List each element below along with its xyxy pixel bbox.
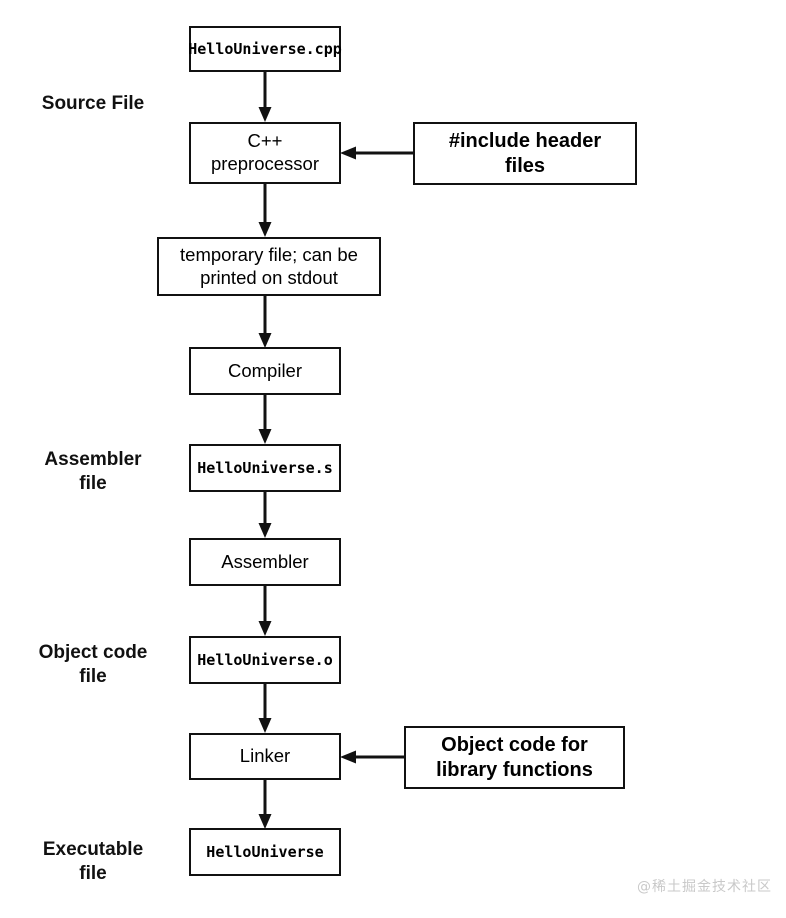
node-temporary-file[interactable]: temporary file; can be printed on stdout <box>157 237 381 296</box>
node-label: HelloUniverse <box>206 842 324 861</box>
stage-label-executable-file: Executable file <box>42 839 144 885</box>
node-hellouniverse-o[interactable]: HelloUniverse.o <box>189 636 341 684</box>
node-hellouniverse-s[interactable]: HelloUniverse.s <box>189 444 341 492</box>
node-hellouniverse-cpp[interactable]: HelloUniverse.cpp <box>188 26 342 72</box>
node-label: HelloUniverse.s <box>197 458 333 477</box>
node-label: Compiler <box>227 359 303 381</box>
node-linker[interactable]: Linker <box>189 733 341 780</box>
node-object-code-library[interactable]: Object code for library functions <box>404 726 625 789</box>
node-label: Object code for library functions <box>436 734 593 781</box>
node-cpp-preprocessor[interactable]: C++ preprocessor <box>189 122 341 184</box>
edge-temp-to-compiler <box>257 294 273 350</box>
watermark: @稀土掘金技术社区 <box>637 879 772 895</box>
stage-label-source-file: Source File <box>41 93 145 114</box>
node-label: C++ preprocessor <box>211 130 319 174</box>
node-label: HelloUniverse.cpp <box>188 39 342 58</box>
stage-label-object-code-file: Object code file <box>38 642 148 688</box>
node-compiler[interactable]: Compiler <box>189 347 341 395</box>
node-label: Linker <box>239 745 291 767</box>
edge-compiler-to-hellouniverse-s <box>257 393 273 446</box>
edge-cpp-to-preprocessor <box>257 70 273 124</box>
node-label: #include header files <box>448 130 602 177</box>
node-include-header-files[interactable]: #include header files <box>413 122 637 185</box>
edge-hellouniverse-o-to-linker <box>257 682 273 735</box>
node-assembler[interactable]: Assembler <box>189 538 341 586</box>
node-label: HelloUniverse.o <box>197 650 333 669</box>
node-label: Assembler <box>221 550 309 572</box>
edge-library-to-linker <box>338 749 408 765</box>
edge-hellouniverse-s-to-assembler <box>257 490 273 540</box>
edge-header-to-preprocessor <box>338 145 416 161</box>
node-hellouniverse-executable[interactable]: HelloUniverse <box>189 828 341 876</box>
stage-label-assembler-file: Assembler file <box>44 449 142 495</box>
node-label: temporary file; can be printed on stdout <box>180 243 358 288</box>
edge-preprocessor-to-temp <box>257 181 273 239</box>
edge-assembler-to-hellouniverse-o <box>257 584 273 638</box>
edge-linker-to-executable <box>257 778 273 831</box>
